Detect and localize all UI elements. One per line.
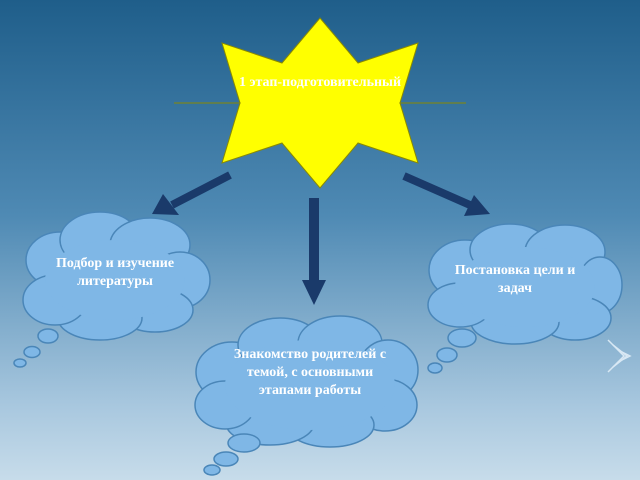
corner-decoration xyxy=(607,339,632,373)
star-shape xyxy=(174,17,466,189)
arrow-right xyxy=(402,172,490,216)
cloud-left xyxy=(13,211,211,368)
arrow-left xyxy=(152,171,232,215)
arrow-down xyxy=(302,198,326,305)
cloud-right xyxy=(427,223,623,374)
cloud-bottom-label: Знакомство родителей с темой, с основным… xyxy=(233,347,387,398)
cloud-left-label: Подбор и изучение литературы xyxy=(55,256,175,289)
star-label: 1 этап-подготовительный xyxy=(238,75,402,90)
cloud-bottom xyxy=(194,315,419,476)
cloud-right-label: Постановка цели и задач xyxy=(454,263,576,296)
